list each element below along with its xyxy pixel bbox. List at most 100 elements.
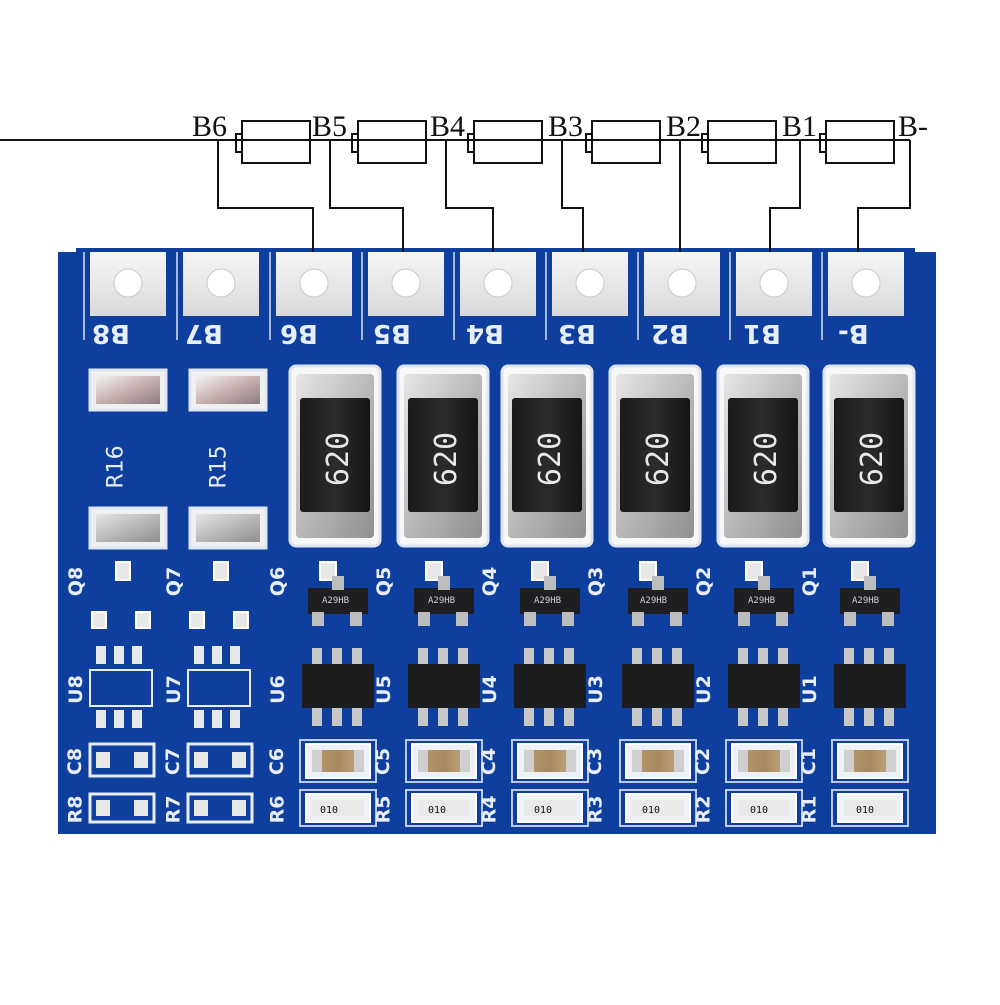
ic-lead-bottom-5-1: [738, 708, 748, 726]
sot23-lead-b-2: [456, 612, 468, 626]
smd-res-body-1: [312, 800, 364, 816]
schematic-resistor-4: [591, 120, 661, 164]
pad-label-b8: B8: [92, 318, 130, 348]
silk-u8: U8: [64, 675, 87, 704]
empty-res-outline-2: [186, 792, 254, 824]
ic-body-5: [728, 664, 800, 708]
ic-lead-top-2-1: [418, 648, 428, 664]
power-resistor-body-4: [620, 398, 690, 512]
silk-res-box-1: [299, 789, 377, 827]
power-resistor-body-2: [408, 398, 478, 512]
silk-cap-box-2: [405, 739, 483, 783]
smd-res-body-4: [632, 800, 684, 816]
q-top-pad-4: [639, 561, 657, 581]
silk-r7: R7: [162, 795, 185, 824]
sot23-lead-a-5: [738, 612, 750, 626]
sot23-body-5: [734, 588, 794, 614]
silk-r8: R8: [64, 795, 87, 824]
pad-label-b1: B1: [743, 318, 781, 348]
empty-cap-outline-1: [88, 742, 156, 778]
ic-body-4: [622, 664, 694, 708]
cap-body-6: [844, 750, 896, 772]
silk-cap-box-6: [831, 739, 909, 783]
resistor-code-4: 620: [641, 431, 677, 487]
sot23-lead-b-1: [350, 612, 362, 626]
resistor-code-1: 620: [321, 431, 357, 487]
sot-marking-1: A29HB: [852, 596, 880, 606]
cap-body-5: [738, 750, 790, 772]
cap-term-a-6: [844, 750, 854, 772]
silk-u6: U6: [266, 675, 289, 704]
ic-lead-bottom-4-3: [672, 708, 682, 726]
silk-r3: R3: [584, 795, 607, 824]
silk-q8: Q8: [65, 566, 88, 597]
power-resistor-body-1: [300, 398, 370, 512]
ic-lead-bottom-5-2: [758, 708, 768, 726]
silk-u1: U1: [798, 675, 821, 704]
cap-term-b-5: [780, 750, 790, 772]
schematic-label-b6: B6: [192, 110, 228, 143]
silk-c8: C8: [64, 747, 87, 776]
pad-hole-1: [113, 268, 143, 298]
silk-c7: C7: [162, 747, 185, 776]
ic-lead-bottom-1-2: [332, 708, 342, 726]
resistor-code-6: 620: [855, 431, 891, 487]
schematic-resistor-2: [357, 120, 427, 164]
ic-lead-top-1-2: [332, 648, 342, 664]
cap-body-1: [312, 750, 364, 772]
empty-cap-outline-2: [186, 742, 254, 778]
ic-lead-top-3-1: [524, 648, 534, 664]
q-top-pad-1: [319, 561, 337, 581]
cap-term-b-4: [674, 750, 684, 772]
cap-term-a-5: [738, 750, 748, 772]
ic-lead-bottom-4-2: [652, 708, 662, 726]
ic-lead-bottom-6-3: [884, 708, 894, 726]
smd-res-code-2: 010: [750, 805, 769, 816]
smd-res-code-3: 010: [642, 805, 661, 816]
empty-ic-top-2-3: [230, 646, 240, 664]
schematic-drop-wire-1: [217, 140, 314, 278]
empty-res-outline-1: [88, 792, 156, 824]
ic-lead-bottom-2-3: [458, 708, 468, 726]
sot-marking-3: A29HB: [640, 596, 668, 606]
power-resistor-body-3: [512, 398, 582, 512]
sot23-lead-b-4: [670, 612, 682, 626]
cap-body-4: [632, 750, 684, 772]
resistor-code-3: 620: [533, 431, 569, 487]
schematic-drop-wire-6: [769, 140, 801, 278]
silk-c4: C4: [478, 747, 501, 776]
silk-c1: C1: [798, 747, 821, 776]
silk-c5: C5: [372, 747, 395, 776]
silk-r6: R6: [266, 795, 289, 824]
sot23-lead-c-4: [652, 576, 664, 590]
empty-cap-pad-a-1: [96, 752, 110, 768]
ic-lead-top-1-1: [312, 648, 322, 664]
ic-lead-top-2-2: [438, 648, 448, 664]
silk-u2: U2: [692, 675, 715, 704]
cap-term-b-3: [566, 750, 576, 772]
empty-q-pad-b-1: [135, 611, 151, 629]
schematic-resistor-1: [241, 120, 311, 164]
smd-res-body-3: [524, 800, 576, 816]
q-top-pad-5: [745, 561, 763, 581]
pad-hole-5: [483, 268, 513, 298]
sot23-lead-c-3: [544, 576, 556, 590]
silk-r5: R5: [372, 795, 395, 824]
ic-lead-top-3-3: [564, 648, 574, 664]
cap-term-b-1: [354, 750, 364, 772]
pad-hole-3: [299, 268, 329, 298]
schematic-drop-wire-4: [561, 140, 584, 278]
sot23-lead-c-5: [758, 576, 770, 590]
cap-term-b-6: [886, 750, 896, 772]
schematic-label-b2: B2: [666, 110, 702, 143]
sot-marking-2: A29HB: [748, 596, 776, 606]
silk-res-box-2: [405, 789, 483, 827]
sot23-lead-a-4: [632, 612, 644, 626]
silk-c3: C3: [584, 747, 607, 776]
ic-lead-top-5-1: [738, 648, 748, 664]
empty-ic-bottom-1-2: [114, 710, 124, 728]
silk-q1: Q1: [799, 566, 822, 597]
silk-r2: R2: [692, 795, 715, 824]
sot23-lead-b-6: [882, 612, 894, 626]
ic-lead-bottom-1-3: [352, 708, 362, 726]
